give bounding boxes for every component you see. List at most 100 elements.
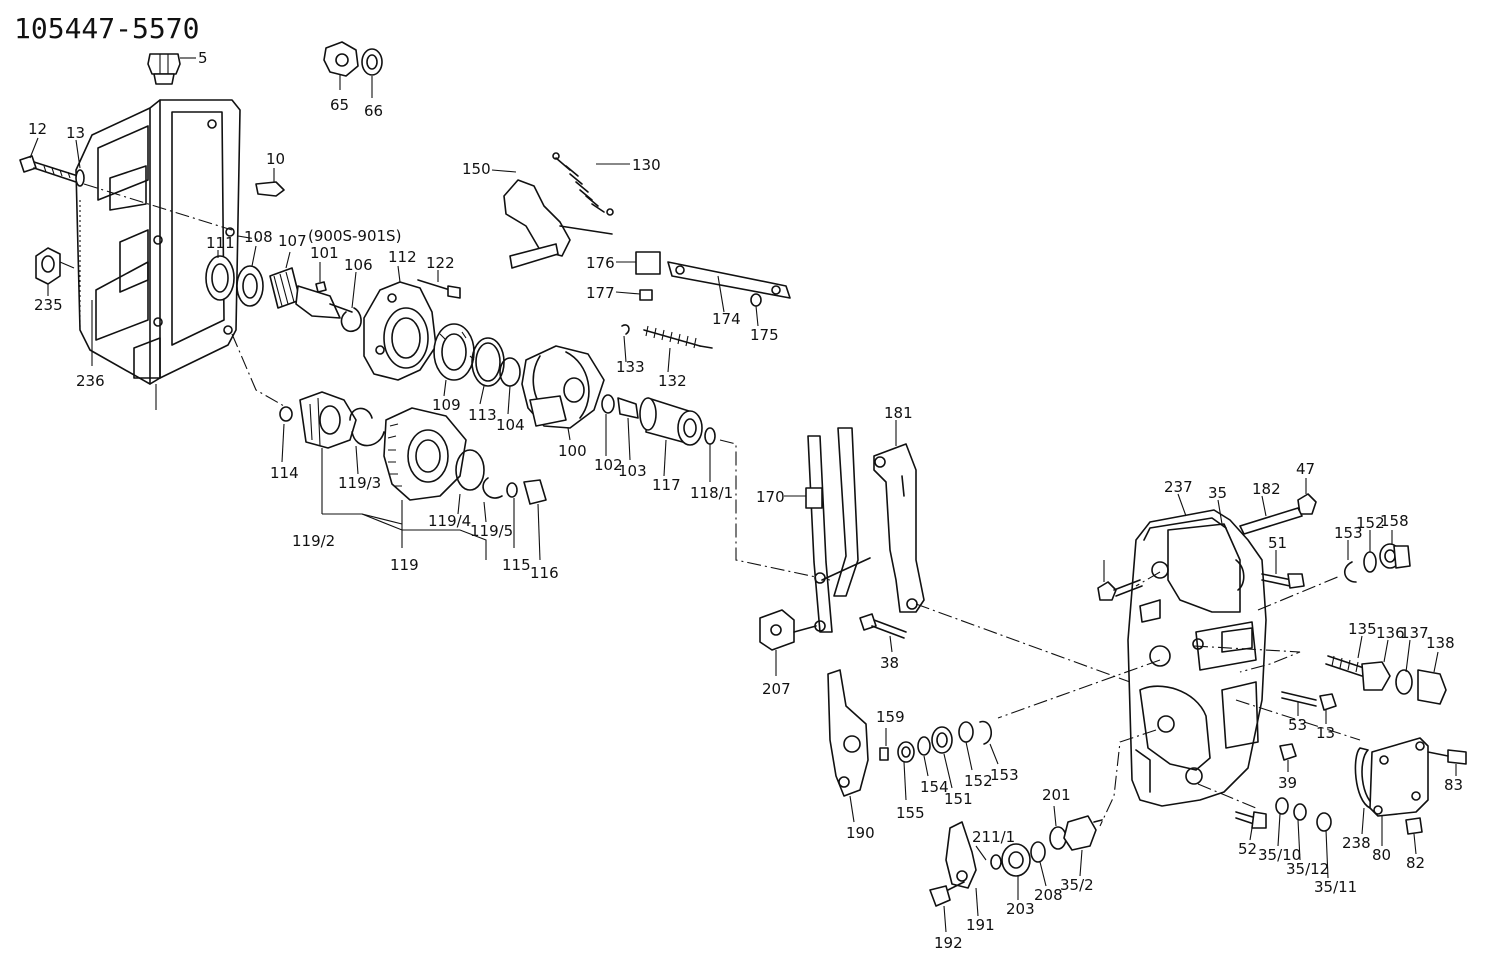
bracket-174-176-177-175	[615, 251, 791, 327]
callout-38: 38	[880, 654, 899, 672]
callout-114: 114	[270, 464, 299, 482]
callout-117: 117	[652, 476, 681, 494]
sleeve-102-103-117-118	[601, 394, 831, 581]
callout-119-4: 119/4	[428, 512, 471, 530]
callout-207: 207	[762, 680, 791, 698]
callout-150: 150	[462, 160, 491, 178]
callout-177: 177	[586, 284, 615, 302]
callout-65: 65	[330, 96, 349, 114]
callout-104: 104	[496, 416, 525, 434]
callout-12: 12	[28, 120, 47, 138]
callout-35-11: 35/11	[1314, 878, 1357, 896]
lever-190	[827, 669, 889, 823]
callout-175: 175	[750, 326, 779, 344]
callout-152-bottom: 152	[964, 772, 993, 790]
callout-80: 80	[1372, 846, 1391, 864]
joint-207	[759, 609, 817, 676]
callout-208: 208	[1034, 886, 1063, 904]
callout-170: 170	[756, 488, 785, 506]
callout-136: 136	[1376, 624, 1405, 642]
callout-181: 181	[884, 404, 913, 422]
screw-51	[1261, 550, 1305, 589]
callout-13: 13	[66, 124, 85, 142]
callout-119-3: 119/3	[338, 474, 381, 492]
callout-5: 5	[198, 49, 208, 67]
screw-53-washer-13	[1281, 691, 1337, 724]
callout-115: 115	[502, 556, 531, 574]
callout-132: 132	[658, 372, 687, 390]
callout-203: 203	[1006, 900, 1035, 918]
plug-5	[147, 53, 196, 85]
callout-112: 112	[388, 248, 417, 266]
callout-53: 53	[1288, 716, 1307, 734]
callout-133: 133	[616, 358, 645, 376]
callout-119-5: 119/5	[470, 522, 513, 540]
callout-153-top: 153	[1334, 524, 1363, 542]
callout-35-2: 35/2	[1060, 876, 1094, 894]
lever-150	[491, 169, 613, 269]
callout-35-10: 35/10	[1258, 846, 1301, 864]
callout-100: 100	[558, 442, 587, 460]
callout-118-1: 118/1	[690, 484, 733, 502]
callout-152-top: 152	[1356, 514, 1385, 532]
callout-10: 10	[266, 150, 285, 168]
callout-103: 103	[618, 462, 647, 480]
cap-235	[35, 247, 75, 296]
callout-52: 52	[1238, 840, 1257, 858]
callout-153-bottom: 153	[990, 766, 1019, 784]
callout-35-12: 35/12	[1286, 860, 1329, 878]
callout-51: 51	[1268, 534, 1287, 552]
callout-113: 113	[468, 406, 497, 424]
seal-stack-151-155	[897, 720, 999, 801]
callout-109: 109	[432, 396, 461, 414]
screw-122	[417, 270, 461, 299]
lever-170	[784, 427, 1131, 683]
callout-154: 154	[920, 778, 949, 796]
callout-138: 138	[1426, 634, 1455, 652]
callout-151: 151	[944, 790, 973, 808]
callout-102: 102	[594, 456, 623, 474]
callout-119-2: 119/2	[292, 532, 335, 550]
adjuster-135-138	[1325, 635, 1447, 705]
callout-158: 158	[1380, 512, 1409, 530]
key-101-clip-106	[315, 262, 362, 333]
bolt-47-left	[1097, 560, 1143, 601]
variant-note: (900S-901S)	[308, 227, 401, 245]
nut-65-washer-66	[323, 41, 383, 98]
bolt-47-top	[1297, 478, 1317, 515]
callout-35: 35	[1208, 484, 1227, 502]
gear-assembly-119	[299, 391, 547, 561]
callout-201: 201	[1042, 786, 1071, 804]
callout-238: 238	[1342, 834, 1371, 852]
callout-47-top: 47	[1296, 460, 1315, 478]
callout-192: 192	[934, 934, 963, 952]
spring-132-clip-133	[621, 324, 713, 373]
bearing-109-rings-113-104	[433, 323, 521, 415]
diagram-title: 105447-5570	[14, 12, 199, 45]
link-181	[873, 420, 925, 613]
callout-111: 111	[206, 234, 235, 252]
callout-211-1: 211/1	[972, 828, 1015, 846]
callout-13-right: 13	[1316, 724, 1335, 742]
callout-39: 39	[1278, 774, 1297, 792]
callout-159: 159	[876, 708, 905, 726]
callout-130: 130	[632, 156, 661, 174]
callout-237: 237	[1164, 478, 1193, 496]
spring-130	[552, 152, 630, 216]
callout-176: 176	[586, 254, 615, 272]
cover-80-gasket-238	[1354, 737, 1467, 855]
callout-83: 83	[1444, 776, 1463, 794]
callout-235: 235	[34, 296, 63, 314]
callout-82: 82	[1406, 854, 1425, 872]
flyweight-assembly-100	[521, 345, 605, 441]
callout-190: 190	[846, 824, 875, 842]
callout-236: 236	[76, 372, 105, 390]
callout-101: 101	[310, 244, 339, 262]
callout-174: 174	[712, 310, 741, 328]
fasteners-52-35-10-35-12-35-11	[1235, 797, 1332, 879]
governor-cover-35	[997, 493, 1361, 827]
callout-155: 155	[896, 804, 925, 822]
callout-108: 108	[244, 228, 273, 246]
callout-135: 135	[1348, 620, 1377, 638]
